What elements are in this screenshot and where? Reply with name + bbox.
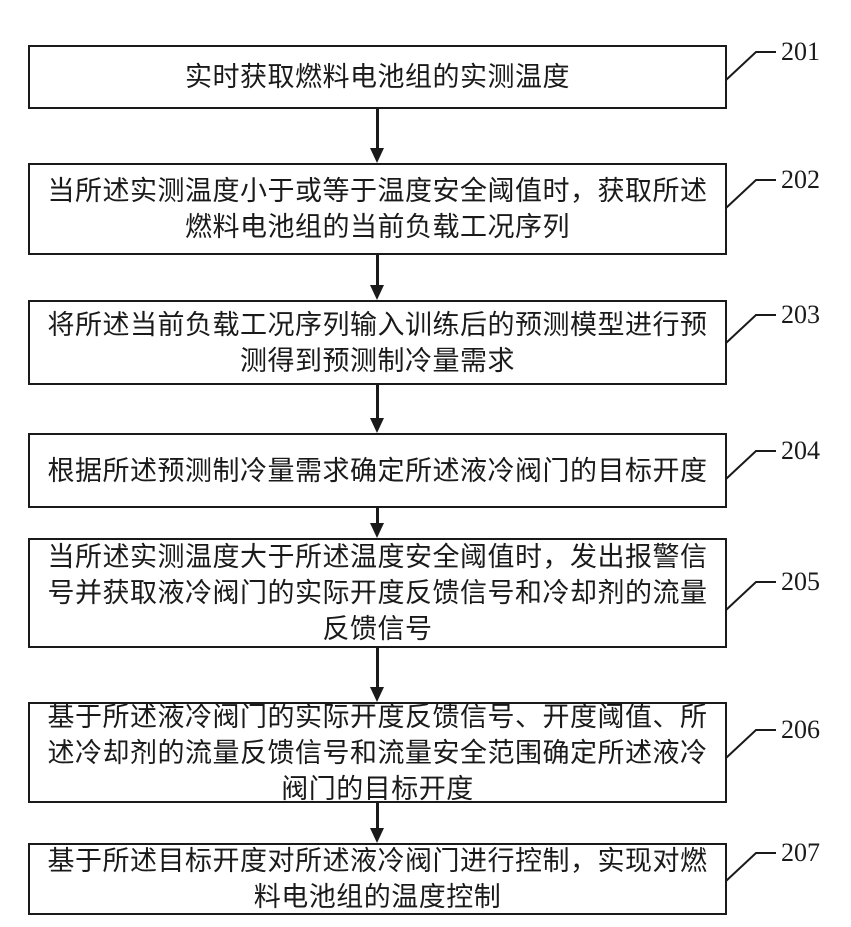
flow-step-box: 当所述实测温度大于所述温度安全阈值时，发出报警信号并获取液冷阀门的实际开度反馈信… <box>28 538 727 648</box>
flow-arrow-down <box>370 255 385 300</box>
arrowhead-icon <box>370 523 384 538</box>
flow-step-text: 将所述当前负载工况序列输入训练后的预测模型进行预测得到预测制冷量需求 <box>47 309 708 376</box>
leader-line-icon <box>725 729 776 759</box>
step-number-label: 201 <box>781 37 820 66</box>
step-number-label: 203 <box>781 300 820 329</box>
flow-step-box: 将所述当前负载工况序列输入训练后的预测模型进行预测得到预测制冷量需求 <box>28 300 727 385</box>
step-number-label: 204 <box>781 436 820 465</box>
arrow-shaft <box>376 109 379 150</box>
flow-step-203: 将所述当前负载工况序列输入训练后的预测模型进行预测得到预测制冷量需求 203 <box>28 300 820 385</box>
step-number-label: 207 <box>781 838 820 867</box>
arrowhead-icon <box>370 285 384 300</box>
leader-line-icon <box>725 314 776 344</box>
flow-step-text: 基于所述目标开度对所述液冷阀门进行控制，实现对燃料电池组的温度控制 <box>47 846 708 912</box>
flow-arrow-down <box>370 508 385 538</box>
step-number-label: 206 <box>781 715 820 744</box>
arrowhead-icon <box>370 148 384 163</box>
arrowhead-icon <box>370 828 384 843</box>
flow-arrow-down <box>370 385 385 433</box>
flow-step-box: 当所述实测温度小于或等于温度安全阈值时，获取所述燃料电池组的当前负载工况序列 <box>28 163 727 255</box>
flow-step-box: 实时获取燃料电池组的实测温度 <box>28 45 727 109</box>
arrow-shaft <box>376 508 379 525</box>
flow-arrow-down <box>370 648 385 702</box>
leader-line-icon <box>725 852 776 882</box>
leader-line-icon <box>725 450 776 480</box>
flow-step-box: 根据所述预测制冷量需求确定所述液冷阀门的目标开度 <box>28 433 727 508</box>
arrow-shaft <box>376 385 379 420</box>
flow-step-box: 基于所述目标开度对所述液冷阀门进行控制，实现对燃料电池组的温度控制 <box>28 843 727 915</box>
arrow-shaft <box>376 803 379 830</box>
flow-step-text: 当所述实测温度大于所述温度安全阈值时，发出报警信号并获取液冷阀门的实际开度反馈信… <box>47 542 708 644</box>
flow-step-206: 基于所述液冷阀门的实际开度反馈信号、开度阈值、所述冷却剂的流量反馈信号和流量安全… <box>28 702 820 804</box>
step-number-label: 205 <box>781 567 820 596</box>
flow-step-text: 实时获取燃料电池组的实测温度 <box>185 62 570 92</box>
leader-line-icon <box>725 179 776 209</box>
arrowhead-icon <box>370 418 384 433</box>
flow-step-205: 当所述实测温度大于所述温度安全阈值时，发出报警信号并获取液冷阀门的实际开度反馈信… <box>28 538 820 648</box>
step-number-label: 202 <box>781 165 820 194</box>
arrow-shaft <box>376 255 379 287</box>
flow-step-201: 实时获取燃料电池组的实测温度 201 <box>28 39 820 109</box>
flow-step-box: 基于所述液冷阀门的实际开度反馈信号、开度阈值、所述冷却剂的流量反馈信号和流量安全… <box>28 702 727 804</box>
arrow-shaft <box>376 648 379 689</box>
leader-line-icon <box>725 51 776 81</box>
arrowhead-icon <box>370 687 384 702</box>
flow-arrow-down <box>370 109 385 163</box>
flow-step-text: 根据所述预测制冷量需求确定所述液冷阀门的目标开度 <box>47 455 708 486</box>
flow-arrow-down <box>370 803 385 843</box>
flow-step-207: 基于所述目标开度对所述液冷阀门进行控制，实现对燃料电池组的温度控制 207 <box>28 840 820 915</box>
flow-step-text: 基于所述液冷阀门的实际开度反馈信号、开度阈值、所述冷却剂的流量反馈信号和流量安全… <box>47 701 708 804</box>
flow-step-text: 当所述实测温度小于或等于温度安全阈值时，获取所述燃料电池组的当前负载工况序列 <box>47 176 708 242</box>
flow-step-204: 根据所述预测制冷量需求确定所述液冷阀门的目标开度 204 <box>28 433 820 508</box>
flow-step-202: 当所述实测温度小于或等于温度安全阈值时，获取所述燃料电池组的当前负载工况序列 2… <box>28 163 820 255</box>
leader-line-icon <box>725 581 776 611</box>
